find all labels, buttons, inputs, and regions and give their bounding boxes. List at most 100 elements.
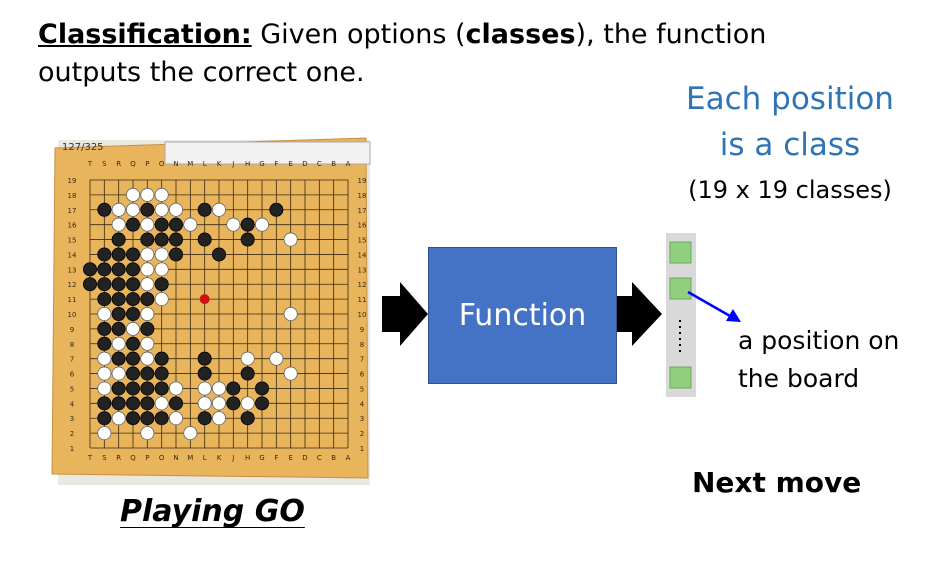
output-arrow bbox=[615, 282, 662, 346]
white-stone bbox=[140, 277, 155, 292]
black-stone bbox=[140, 411, 155, 426]
black-stone bbox=[126, 292, 141, 307]
black-stone bbox=[111, 351, 126, 366]
black-stone bbox=[168, 396, 183, 411]
black-stone bbox=[254, 396, 269, 411]
heading: Classification: Given options (classes),… bbox=[38, 16, 798, 92]
black-stone bbox=[111, 292, 126, 307]
go-board-image: 127/325 TTSSRRQQPPOONNMMLLKKJJHHGGFFEEDD… bbox=[51, 137, 371, 485]
white-stone bbox=[183, 217, 198, 232]
board-col-label: P bbox=[145, 454, 149, 462]
board-counter: 127/325 bbox=[62, 142, 104, 153]
board-row-label: 1 bbox=[360, 445, 364, 453]
board-col-label: E bbox=[288, 454, 292, 462]
black-stone bbox=[111, 262, 126, 277]
position-label-line1: a position on bbox=[738, 326, 900, 355]
heading-term: Classification: bbox=[38, 19, 252, 50]
board-col-label: F bbox=[274, 454, 278, 462]
board-col-label: T bbox=[87, 454, 93, 462]
board-col-label: R bbox=[116, 454, 121, 462]
white-stone bbox=[283, 366, 298, 381]
board-stones bbox=[83, 187, 298, 441]
board-row-label: 13 bbox=[68, 266, 77, 274]
black-stone bbox=[97, 292, 112, 307]
board-col-label: S bbox=[102, 160, 107, 168]
class-note-line1: Each position bbox=[686, 81, 894, 117]
board-row-label: 14 bbox=[358, 251, 367, 259]
black-stone bbox=[111, 396, 126, 411]
white-stone bbox=[111, 366, 126, 381]
next-move-label: Next move bbox=[692, 466, 862, 499]
white-stone bbox=[111, 217, 126, 232]
white-stone bbox=[140, 187, 155, 202]
board-row-label: 4 bbox=[70, 400, 75, 408]
black-stone bbox=[197, 232, 212, 247]
pointer-arrow-line bbox=[687, 290, 731, 318]
black-stone bbox=[97, 277, 112, 292]
white-stone bbox=[154, 187, 169, 202]
board-row-label: 16 bbox=[358, 222, 367, 230]
black-stone bbox=[168, 232, 183, 247]
black-stone bbox=[97, 321, 112, 336]
black-stone bbox=[126, 247, 141, 262]
black-stone bbox=[240, 232, 255, 247]
input-arrow bbox=[382, 282, 428, 346]
black-stone bbox=[126, 411, 141, 426]
white-stone bbox=[111, 411, 126, 426]
black-stone bbox=[97, 202, 112, 217]
white-stone bbox=[269, 351, 284, 366]
white-stone bbox=[283, 232, 298, 247]
black-stone bbox=[154, 232, 169, 247]
board-col-label: M bbox=[187, 454, 193, 462]
board-row-label: 17 bbox=[358, 207, 367, 215]
board-row-label: 15 bbox=[358, 237, 367, 245]
last-move-marker bbox=[199, 294, 210, 305]
board-col-label: L bbox=[203, 160, 207, 168]
black-stone bbox=[140, 292, 155, 307]
black-stone bbox=[111, 232, 126, 247]
board-row-label: 7 bbox=[360, 356, 364, 364]
board-col-label: B bbox=[331, 454, 336, 462]
heading-bold-word: classes bbox=[465, 19, 576, 50]
board-row-label: 2 bbox=[360, 430, 364, 438]
white-stone bbox=[97, 306, 112, 321]
white-stone bbox=[211, 202, 226, 217]
board-row-label: 12 bbox=[68, 281, 77, 289]
white-stone bbox=[154, 262, 169, 277]
white-stone bbox=[168, 381, 183, 396]
black-stone bbox=[126, 277, 141, 292]
white-stone bbox=[197, 381, 212, 396]
board-col-label: O bbox=[159, 160, 165, 168]
class-note: Each position is a class (19 x 19 classe… bbox=[660, 76, 920, 210]
board-col-label: H bbox=[245, 454, 250, 462]
black-stone bbox=[111, 277, 126, 292]
black-stone bbox=[140, 381, 155, 396]
board-row-label: 15 bbox=[68, 237, 77, 245]
board-row-label: 13 bbox=[358, 266, 367, 274]
black-stone bbox=[126, 217, 141, 232]
black-stone bbox=[83, 262, 98, 277]
board-row-label: 10 bbox=[68, 311, 77, 319]
black-stone bbox=[226, 396, 241, 411]
board-col-label: F bbox=[274, 160, 278, 168]
black-stone bbox=[140, 396, 155, 411]
black-stone bbox=[126, 351, 141, 366]
position-label: a position on the board bbox=[738, 322, 928, 398]
black-stone bbox=[126, 262, 141, 277]
class-note-line3: (19 x 19 classes) bbox=[688, 176, 892, 204]
pointer-arrow-head bbox=[726, 309, 741, 322]
board-col-label: S bbox=[102, 454, 107, 462]
black-stone bbox=[111, 321, 126, 336]
black-stone bbox=[154, 217, 169, 232]
board-row-label: 19 bbox=[358, 177, 367, 185]
white-stone bbox=[140, 351, 155, 366]
white-stone bbox=[140, 247, 155, 262]
output-cell-1 bbox=[669, 241, 692, 264]
black-stone bbox=[111, 306, 126, 321]
black-stone bbox=[154, 277, 169, 292]
black-stone bbox=[97, 336, 112, 351]
black-stone bbox=[140, 366, 155, 381]
board-row-label: 9 bbox=[360, 326, 364, 334]
black-stone bbox=[154, 366, 169, 381]
